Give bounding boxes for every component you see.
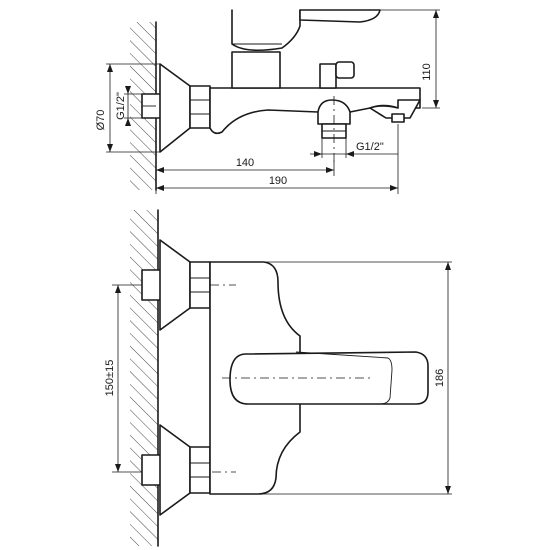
front-view: 150±15 186 bbox=[104, 209, 452, 547]
lever-side bbox=[231, 9, 301, 52]
spout-side bbox=[369, 99, 421, 119]
wall-flange-side bbox=[159, 63, 191, 153]
nut-upper bbox=[189, 261, 211, 309]
label-g12-inlet: G1/2" bbox=[115, 92, 127, 120]
diverter-stem-side bbox=[319, 63, 337, 89]
arrow-g12o-left bbox=[314, 151, 322, 157]
arrow-186-top bbox=[445, 262, 451, 270]
label-g12-outlet: G1/2" bbox=[356, 141, 384, 153]
arrow-150-bottom bbox=[115, 464, 121, 472]
arrow-110-top bbox=[433, 10, 439, 18]
label-186: 186 bbox=[434, 369, 446, 387]
flange-upper bbox=[159, 239, 191, 331]
aerator-side bbox=[391, 113, 405, 123]
lever-front bbox=[229, 351, 429, 405]
arrow-190-right bbox=[390, 185, 398, 191]
arrow-140-left bbox=[156, 167, 164, 173]
arrow-g12o-right bbox=[346, 151, 354, 157]
arrow-150-top bbox=[115, 285, 121, 293]
wall-hatch-bottom bbox=[130, 210, 158, 546]
nut-side bbox=[189, 85, 211, 129]
arrow-140-right bbox=[326, 167, 334, 173]
lever-tip-side bbox=[299, 9, 381, 23]
label-190: 190 bbox=[269, 175, 287, 187]
label-140: 140 bbox=[236, 157, 254, 169]
side-view: Ø70 G1/2" G1/2" 140 190 bbox=[95, 9, 440, 194]
cartridge-column-side bbox=[231, 51, 281, 89]
arrow-186-bottom bbox=[445, 486, 451, 494]
label-d70: Ø70 bbox=[95, 110, 107, 131]
arrow-190-left bbox=[156, 185, 164, 191]
label-150: 150±15 bbox=[104, 360, 116, 397]
arrow-g12-top bbox=[125, 86, 131, 94]
lever-inner-front bbox=[295, 351, 393, 405]
nut-lower bbox=[189, 446, 211, 494]
diverter-knob-side bbox=[335, 61, 355, 79]
arrow-110-bottom bbox=[433, 100, 439, 108]
label-110: 110 bbox=[421, 63, 433, 81]
flange-lower bbox=[159, 424, 191, 516]
arrow-d70-top bbox=[107, 64, 113, 72]
arrow-d70-bottom bbox=[107, 144, 113, 152]
arrow-g12-bottom bbox=[125, 118, 131, 126]
